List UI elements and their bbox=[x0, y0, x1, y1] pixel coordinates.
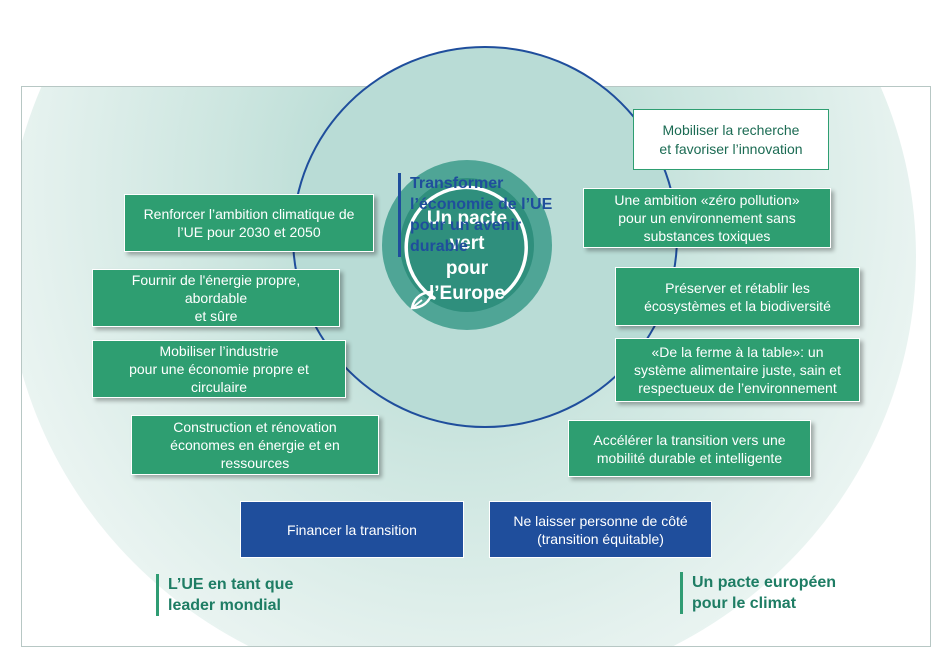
box-line: pour une économie propre et bbox=[129, 361, 309, 377]
box-line: l’UE pour 2030 et 2050 bbox=[177, 224, 321, 240]
heading-global-leader: L’UE en tant que leader mondial bbox=[156, 574, 293, 616]
box-line: circulaire bbox=[190, 379, 247, 395]
box-line: Préserver et rétablir les bbox=[665, 279, 810, 296]
mobility-box: Accélérer la transition vers une mobilit… bbox=[568, 420, 811, 477]
finance-transition-box: Financer la transition bbox=[240, 501, 464, 558]
heading-line: Un pacte européen bbox=[692, 574, 837, 591]
box-line: abordable bbox=[184, 290, 248, 306]
box-line: ressources bbox=[220, 455, 290, 471]
farm-to-fork-box: «De la ferme à la table»: un système ali… bbox=[615, 338, 860, 402]
box-line: et favoriser l’innovation bbox=[659, 140, 803, 157]
industry-box: Mobiliser l’industrie pour une économie … bbox=[92, 340, 346, 398]
clean-energy-box: Fournir de l'énergie propre, abordable e… bbox=[92, 269, 340, 327]
box-line: Construction et rénovation bbox=[173, 419, 337, 435]
box-line: Accélérer la transition vers une bbox=[593, 431, 786, 448]
core-ring-icon bbox=[404, 185, 528, 300]
leaf-icon bbox=[410, 290, 434, 310]
heading-line: l’économie de l’UE bbox=[410, 196, 553, 213]
heading-transform-economy: Transformer l’économie de l’UE pour un a… bbox=[398, 173, 552, 257]
box-line: substances toxiques bbox=[643, 228, 771, 244]
box-line: Financer la transition bbox=[287, 521, 417, 538]
box-line: Ne laisser personne de côté bbox=[513, 512, 688, 529]
box-line: et sûre bbox=[194, 308, 238, 324]
heading-line: durable bbox=[410, 238, 468, 255]
heading-line: pour le climat bbox=[692, 595, 797, 612]
innovation-box: Mobiliser la recherche et favoriser l’in… bbox=[633, 109, 829, 170]
climate-ambition-box: Renforcer l’ambition climatique de l’UE … bbox=[124, 194, 374, 252]
just-transition-box: Ne laisser personne de côté (transition … bbox=[489, 501, 712, 558]
heading-line: Transformer bbox=[410, 175, 504, 192]
center-line: l’Europe bbox=[428, 283, 505, 304]
box-line: (transition équitable) bbox=[537, 530, 664, 547]
center-title: Un pacte vert pour l’Europe bbox=[400, 206, 534, 306]
heading-line: pour un avenir bbox=[410, 217, 522, 234]
center-line: Un pacte bbox=[426, 208, 508, 229]
heading-climate-pact: Un pacte européen pour le climat bbox=[680, 572, 836, 614]
box-line: Une ambition «zéro pollution» bbox=[614, 192, 800, 208]
box-line: respectueux de l’environnement bbox=[638, 380, 837, 396]
center-line: vert bbox=[449, 233, 485, 254]
box-line: Renforcer l’ambition climatique de bbox=[143, 206, 355, 222]
box-line: Mobiliser la recherche bbox=[662, 121, 800, 138]
zero-pollution-box: Une ambition «zéro pollution» pour un en… bbox=[583, 188, 831, 248]
box-line: Fournir de l'énergie propre, bbox=[131, 272, 301, 288]
box-line: Mobiliser l’industrie bbox=[159, 343, 279, 359]
box-line: mobilité durable et intelligente bbox=[596, 449, 783, 466]
heading-line: leader mondial bbox=[168, 597, 281, 614]
renovation-box: Construction et rénovation économes en é… bbox=[131, 415, 379, 475]
box-line: système alimentaire juste, sain et bbox=[634, 362, 841, 378]
box-line: pour un environnement sans bbox=[618, 210, 796, 226]
heading-line: L’UE en tant que bbox=[168, 576, 294, 593]
box-line: économes en énergie et en bbox=[170, 437, 340, 453]
center-line: pour bbox=[445, 258, 489, 279]
box-line: «De la ferme à la table»: un bbox=[651, 344, 824, 360]
box-line: écosystèmes et la biodiversité bbox=[644, 297, 831, 314]
biodiversity-box: Préserver et rétablir les écosystèmes et… bbox=[615, 267, 860, 326]
